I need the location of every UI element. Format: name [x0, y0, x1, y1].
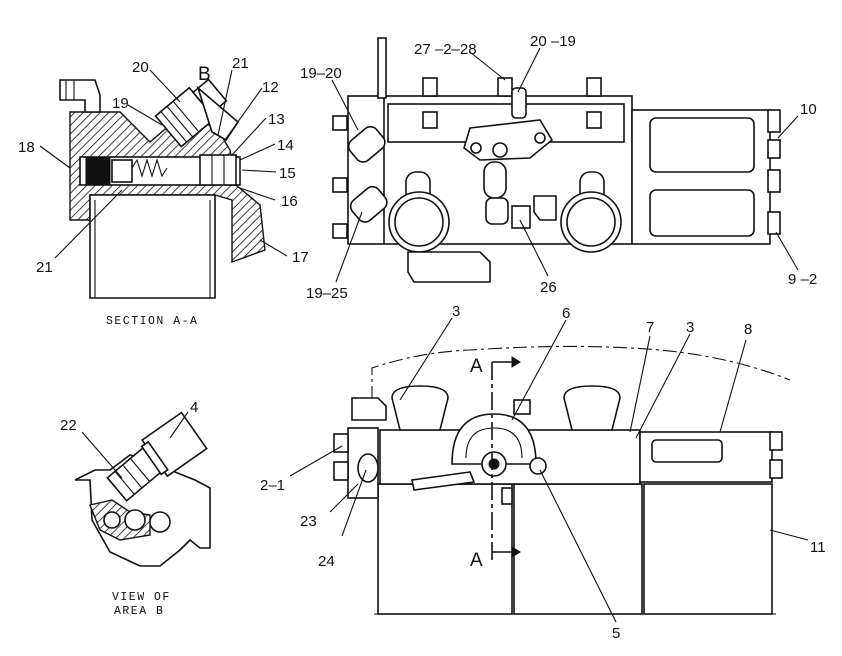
callout-20-19: 20 –19 — [530, 33, 576, 50]
section-marker-a-top: A — [470, 356, 483, 377]
top-view: 27 –2–28 20 –19 19–20 10 19–25 26 9 –2 — [300, 33, 817, 302]
section-a-a-view: 18 20 B 21 12 19 13 14 15 16 17 21 SECTI… — [18, 55, 309, 328]
section-caption: SECTION A-A — [106, 315, 198, 328]
top-view-plate — [463, 119, 554, 161]
callout-3-left: 3 — [452, 303, 460, 320]
section-canister — [89, 194, 216, 299]
callout-21-bottom: 21 — [36, 259, 53, 276]
callout-24: 24 — [318, 553, 335, 570]
callout-9-2: 9 –2 — [788, 271, 817, 288]
callout-2-1: 2–1 — [260, 477, 285, 494]
callout-13: 13 — [268, 111, 285, 128]
callout-10: 10 — [800, 101, 817, 118]
callout-6: 6 — [562, 305, 570, 322]
callout-17: 17 — [292, 249, 309, 266]
side-view-gauge-right — [563, 385, 621, 431]
callout-3-right: 3 — [686, 319, 694, 336]
section-diagonal-valve — [154, 78, 228, 148]
side-view-gauge-left — [391, 385, 449, 431]
callout-15: 15 — [279, 165, 296, 182]
area-b-caption-line1: VIEW OF — [112, 591, 171, 604]
top-view-rod — [377, 37, 387, 99]
callout-19-25: 19–25 — [306, 285, 348, 302]
callout-8: 8 — [744, 321, 752, 338]
callout-26: 26 — [540, 279, 557, 296]
callout-27-2-28: 27 –2–28 — [414, 41, 477, 58]
callout-14: 14 — [277, 137, 294, 154]
side-view-canister-middle — [513, 483, 643, 615]
top-view-bracket — [407, 251, 491, 283]
section-guard-b — [196, 85, 240, 142]
callout-18: 18 — [18, 139, 35, 156]
section-plug — [199, 154, 237, 186]
callout-21-top: 21 — [232, 55, 249, 72]
callout-4: 4 — [190, 399, 198, 416]
callout-19: 19 — [112, 95, 129, 112]
callout-5: 5 — [612, 625, 620, 642]
area-b-caption-line2: AREA B — [114, 605, 164, 618]
side-view-canister-right — [643, 483, 773, 615]
view-letter-b: B — [198, 64, 211, 85]
callout-22: 22 — [60, 417, 77, 434]
section-marker-a-bottom: A — [470, 550, 483, 571]
callout-16: 16 — [281, 193, 298, 210]
area-b-view: 4 22 VIEW OF AREA B — [60, 399, 211, 618]
callout-11: 11 — [810, 539, 826, 556]
callout-20: 20 — [132, 59, 149, 76]
callout-12: 12 — [262, 79, 279, 96]
side-view: A A 3 6 7 3 8 2–1 23 24 11 5 — [260, 303, 826, 642]
side-view-phantom-outline — [371, 345, 791, 400]
callout-7: 7 — [646, 319, 654, 336]
callout-19-20: 19–20 — [300, 65, 342, 82]
area-b-cap — [140, 411, 208, 478]
callout-23: 23 — [300, 513, 317, 530]
section-valve-core — [85, 157, 111, 185]
area-b-outline — [74, 454, 211, 567]
side-view-dial — [451, 413, 537, 465]
section-elbow-fitting — [59, 79, 101, 113]
